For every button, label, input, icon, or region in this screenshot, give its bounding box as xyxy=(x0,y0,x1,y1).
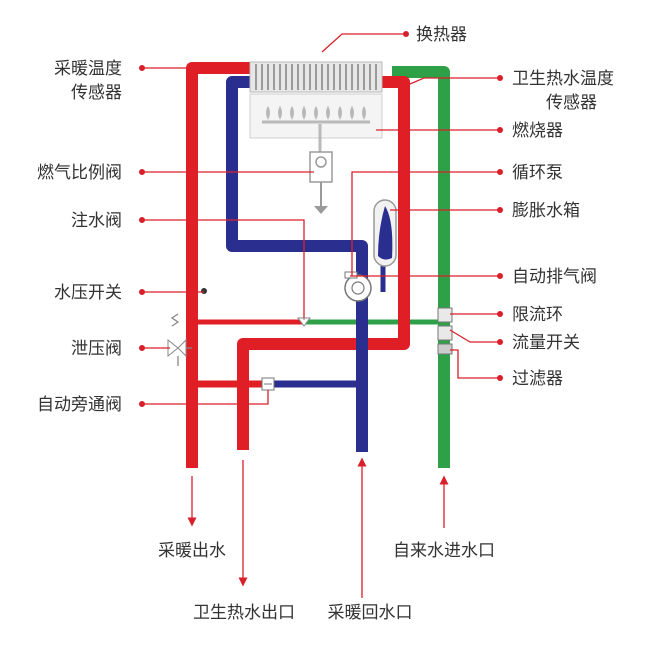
flow-components xyxy=(437,307,453,355)
dhw-pipe xyxy=(237,76,410,450)
label-pressure-switch: 水压开关 xyxy=(54,283,122,303)
leader-dots xyxy=(139,31,503,407)
label-heating-return: 采暖回水口 xyxy=(328,603,413,623)
label-dhw-temp-sensor-line1: 卫生热水温度 xyxy=(512,69,614,89)
label-heat-exchanger: 换热器 xyxy=(416,25,467,45)
label-relief-valve: 泄压阀 xyxy=(71,339,122,359)
label-dhw-temp-sensor-line2: 传感器 xyxy=(546,93,597,113)
burner xyxy=(249,93,383,152)
label-flow-restrictor: 限流环 xyxy=(512,305,563,325)
bypass-valve xyxy=(261,377,275,391)
label-cold-in: 自来水进水口 xyxy=(393,541,495,561)
heat-exchanger xyxy=(249,61,383,93)
label-filter: 过滤器 xyxy=(512,369,563,389)
label-dhw-out: 卫生热水出口 xyxy=(193,603,295,623)
expansion-tank xyxy=(373,199,397,267)
flow-arrows xyxy=(187,457,449,598)
pressure-switch-dot xyxy=(201,288,207,294)
label-heating-temp-sensor-line1: 采暖温度 xyxy=(54,59,122,79)
label-fill-valve: 注水阀 xyxy=(71,211,122,231)
gas-valve xyxy=(309,151,333,214)
label-flow-switch: 流量开关 xyxy=(512,333,580,353)
label-expansion-tank: 膨胀水箱 xyxy=(512,201,580,221)
labels: 换热器 采暖温度 传感器 卫生热水温度 传感器 燃烧器 燃气比例阀 循环泵 注水… xyxy=(37,25,614,623)
label-burner: 燃烧器 xyxy=(512,121,563,141)
leader-lines xyxy=(142,33,500,405)
label-heating-temp-sensor-line2: 传感器 xyxy=(71,83,122,103)
label-auto-air-vent: 自动排气阀 xyxy=(512,267,597,287)
label-bypass-valve: 自动旁通阀 xyxy=(37,395,122,415)
return-pipe xyxy=(226,76,368,452)
label-circulation-pump: 循环泵 xyxy=(512,163,563,183)
label-heating-out: 采暖出水 xyxy=(158,541,226,561)
relief-valve xyxy=(167,313,192,366)
label-gas-valve: 燃气比例阀 xyxy=(37,163,122,183)
circulation-pump xyxy=(344,271,372,302)
